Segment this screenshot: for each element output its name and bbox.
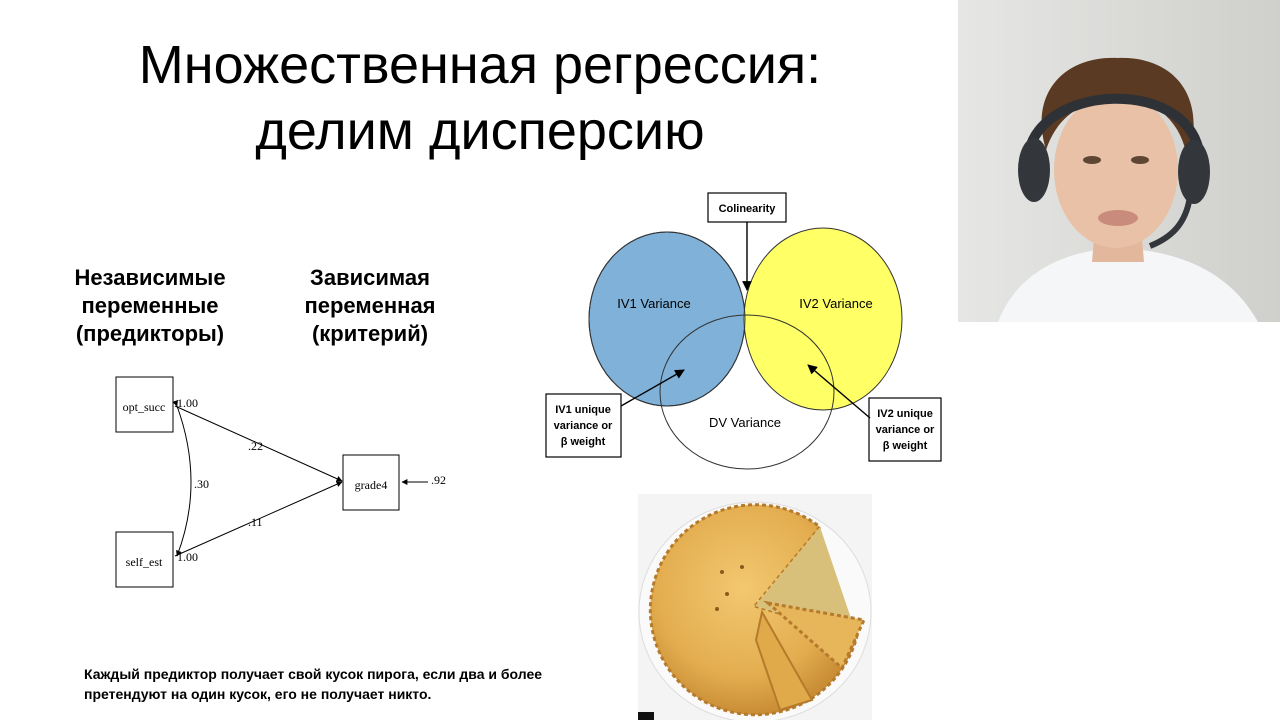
iv1-unique-line: IV1 unique [555, 404, 611, 416]
caption-line-1: Каждый предиктор получает свой кусок пир… [84, 666, 543, 682]
iv1-unique-arrow [620, 369, 685, 407]
colinearity-label: Colinearity [719, 203, 777, 215]
node-opt-succ-label: opt_succ [123, 400, 166, 414]
residual-label: .92 [431, 473, 446, 487]
opt-variance-label: 1.00 [177, 396, 198, 410]
presenter-eye-left [1083, 156, 1101, 164]
iv1-unique-line: variance or [554, 420, 613, 432]
pie-slice-cut [754, 609, 814, 712]
dv-variance-label: DV Variance [709, 415, 781, 430]
pie-photo [638, 494, 872, 720]
presenter-hair [1041, 57, 1194, 160]
caption-line-2: претендуют на один кусок, его не получае… [84, 686, 432, 702]
pie-caption: Каждый предиктор получает свой кусок пир… [84, 664, 644, 704]
iv2-unique-line: IV2 unique [877, 408, 933, 420]
pie-slice [762, 600, 867, 671]
node-grade4-box [342, 454, 400, 511]
presenter-mouth [1098, 210, 1138, 226]
node-self-est-label: self_est [126, 555, 163, 569]
iv2-unique-arrow [807, 364, 871, 419]
presenter-eye-right [1131, 156, 1149, 164]
path-opt-to-grade [174, 405, 343, 482]
correlation-curve [172, 399, 192, 557]
headset-left-ear [1018, 138, 1050, 202]
dv-header-line: Зависимая [310, 265, 430, 290]
colinearity-box [707, 192, 787, 223]
path-self-to-grade [174, 481, 343, 557]
iv2-unique-box [868, 397, 942, 462]
iv1-unique-line: β weight [561, 436, 606, 448]
iv1-variance-label: IV1 Variance [617, 296, 690, 311]
dv-ellipse [659, 314, 835, 470]
title-line-1: Множественная регрессия: [138, 35, 822, 95]
photo-edge-mark [638, 712, 654, 720]
presenter-face [1054, 92, 1178, 248]
iv2-variance-label: IV2 Variance [799, 296, 872, 311]
slide-title: Множественная регрессия: делим дисперсию [60, 32, 900, 164]
iv2-ellipse [743, 227, 903, 411]
vent-hole [725, 592, 729, 596]
vent-hole [740, 565, 744, 569]
self-to-grade-label: .11 [248, 515, 263, 529]
iv2-unique-line: variance or [876, 424, 935, 436]
webcam-video [958, 0, 1280, 322]
dependent-variable-header: Зависимая переменная (критерий) [270, 264, 470, 348]
headset-microphone [1148, 195, 1193, 249]
node-self-est-box [115, 531, 174, 588]
iv-header-line: Независимые [74, 265, 226, 290]
independent-variables-header: Независимые переменные (предикторы) [50, 264, 250, 348]
opt-to-grade-label: .22 [248, 439, 263, 453]
iv1-outline [588, 231, 746, 407]
vent-hole [715, 607, 719, 611]
headset-right-ear [1178, 140, 1210, 204]
vent-hole [720, 570, 724, 574]
presenter-shirt [998, 248, 1258, 322]
title-line-2: делим дисперсию [255, 101, 705, 161]
iv1-unique-box [545, 393, 622, 458]
dv-header-line: переменная [304, 293, 436, 318]
node-grade4-label: grade4 [355, 478, 388, 492]
iv-header-line: (предикторы) [75, 321, 225, 346]
venn-diagram: IV1 Variance IV2 Variance DV Variance Co… [545, 192, 942, 470]
path-diagram: opt_succ self_est grade4 1.00 1.00 .30 .… [115, 376, 446, 588]
iv-header-line: переменные [81, 293, 219, 318]
correlation-label: .30 [194, 477, 209, 491]
self-variance-label: 1.00 [177, 550, 198, 564]
iv2-unique-line: β weight [883, 440, 928, 452]
pie-body [648, 503, 859, 717]
dv-header-line: (критерий) [311, 321, 429, 346]
node-opt-succ-box [115, 376, 174, 433]
